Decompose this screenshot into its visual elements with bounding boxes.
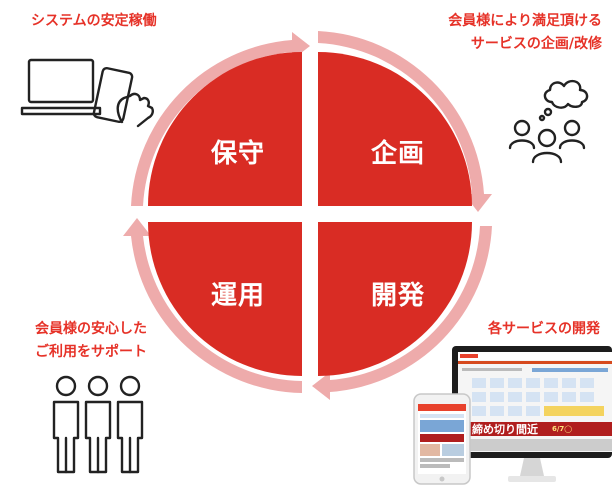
monitor-banner-text: 締め切り間近 (472, 423, 538, 436)
caption-bottom-left: 会員様の安心した ご利用をサポート (35, 318, 147, 364)
caption-top-right-line-1: 会員様により満足頂ける (448, 13, 602, 29)
ring-arrow-top-left (131, 32, 310, 206)
quadrant-bottom-right (318, 222, 472, 376)
quadrant-bottom-left (148, 222, 302, 376)
caption-top-right: 会員様により満足頂ける サービスの企画/改修 (448, 10, 602, 56)
quadrant-top-right (318, 52, 472, 206)
monitor (452, 346, 612, 482)
support-staff-icon (52, 375, 144, 474)
quadrant-label-development: 開発 (370, 281, 425, 311)
caption-top-right-line-2: サービスの企画/改修 (470, 36, 602, 52)
quadrant-top-left (148, 52, 302, 206)
quadrant-label-planning: 企画 (370, 139, 425, 169)
laptop-phone-icon (20, 58, 154, 128)
quadrant-label-maintenance: 保守 (210, 139, 265, 169)
service-devices-illustration (413, 346, 612, 485)
monitor-banner-date: 6/7◯ (552, 425, 573, 433)
cycle-ring (123, 31, 492, 400)
caption-bottom-right-line-1: 各サービスの開発 (488, 321, 600, 337)
caption-bottom-right: 各サービスの開発 (488, 318, 600, 341)
caption-top-left: システムの安定稼働 (31, 10, 157, 33)
caption-top-left-line-1: システムの安定稼働 (31, 13, 157, 29)
quadrant-label-operation: 運用 (210, 281, 265, 311)
quadrants (148, 52, 472, 376)
ring-arrow-bottom-right (312, 226, 492, 400)
ring-arrow-bottom-left (123, 218, 302, 393)
caption-bottom-left-line-2: ご利用をサポート (35, 344, 147, 360)
ring-arrow-top-right (318, 31, 492, 212)
caption-bottom-left-line-1: 会員様の安心した (35, 321, 147, 337)
smartphone (413, 393, 471, 485)
people-thinking-icon (508, 79, 589, 164)
